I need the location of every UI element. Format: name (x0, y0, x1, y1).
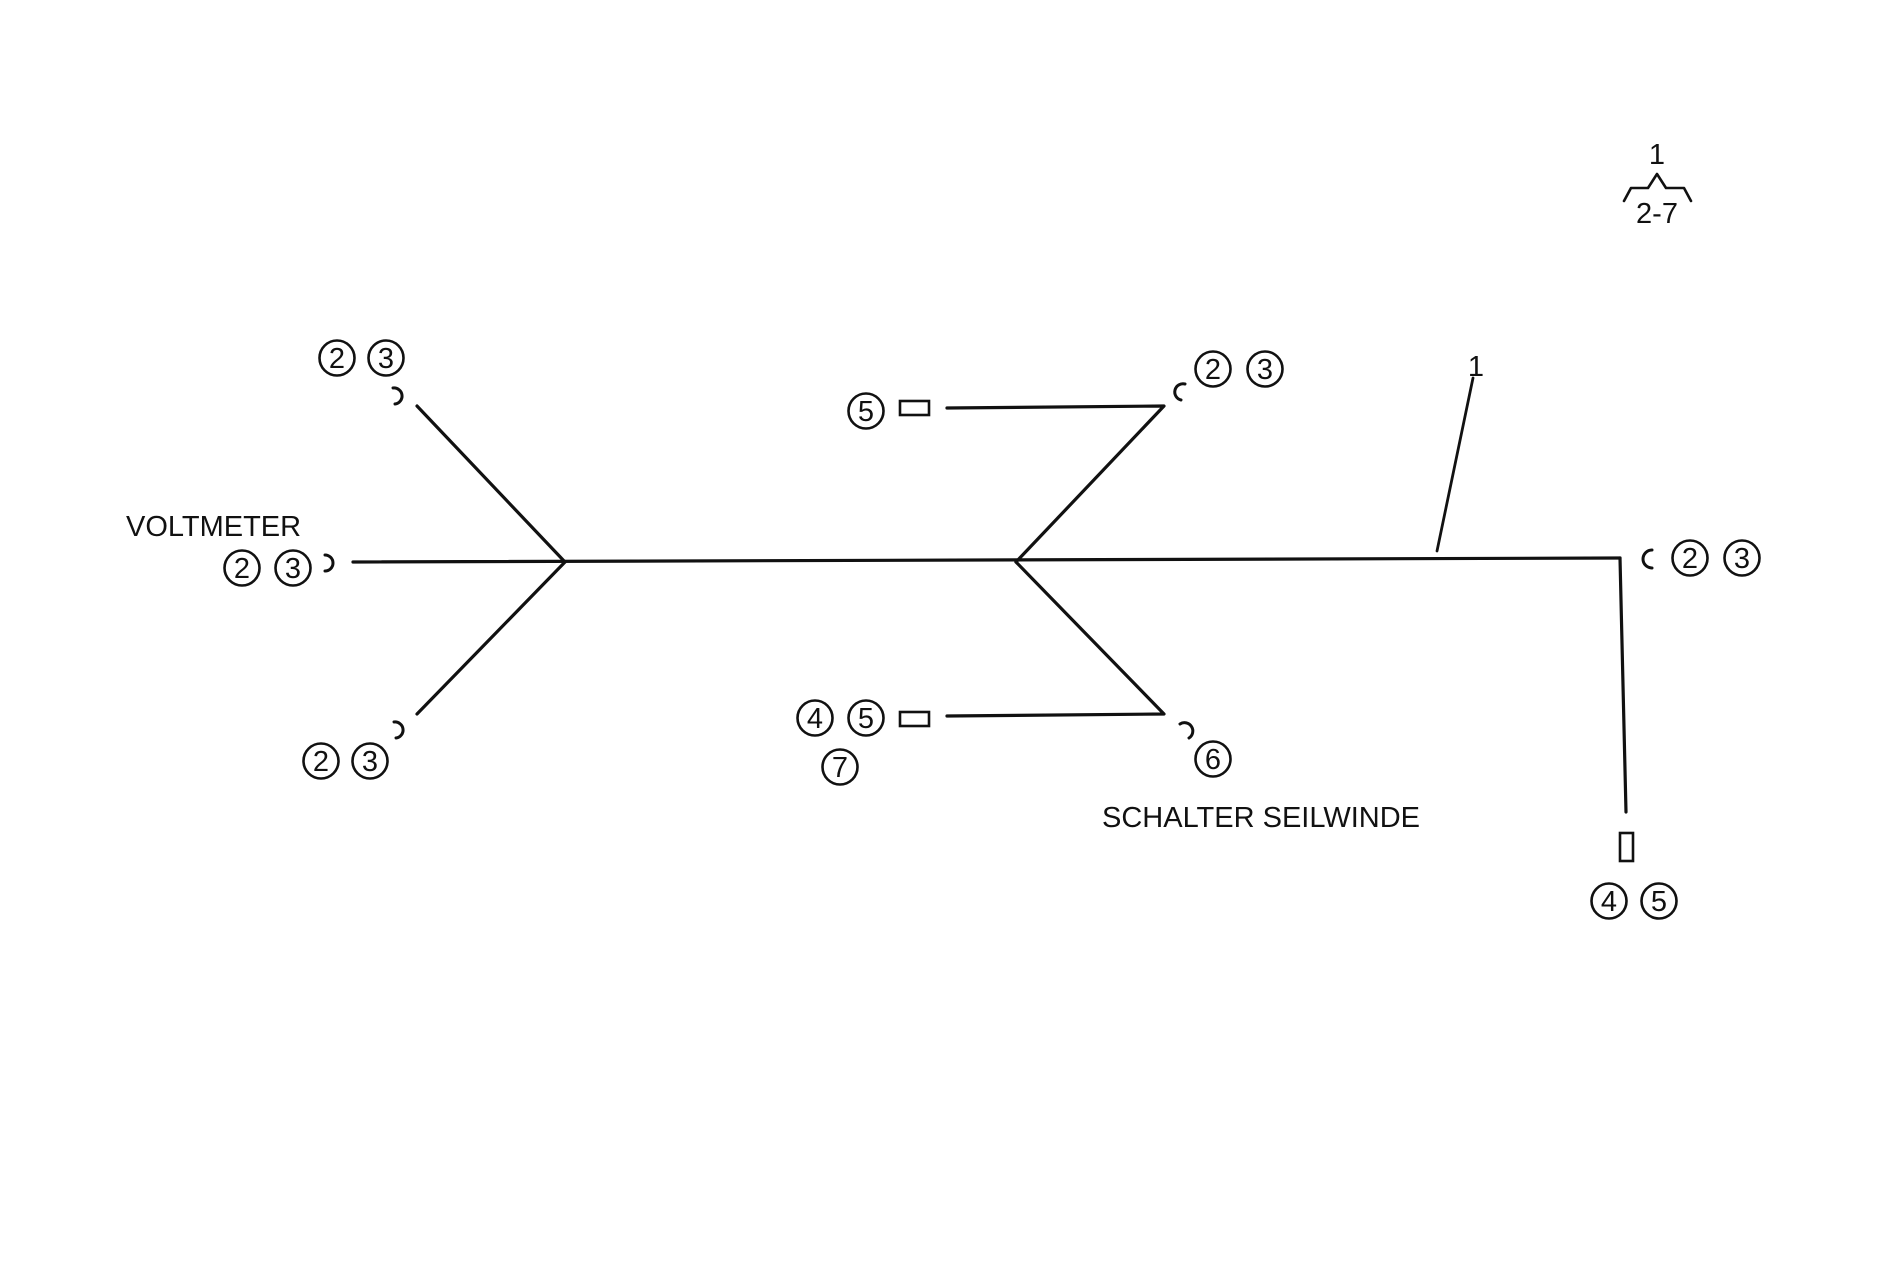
marker-circle (847, 392, 885, 430)
marker-circle (1671, 539, 1709, 577)
marker-circle (821, 748, 859, 786)
legend-brace-icon (1622, 172, 1693, 203)
harness-leader-line (1435, 376, 1475, 553)
marker-number: 2 (313, 746, 329, 778)
clip-winch-switch-icon (1178, 721, 1195, 740)
marker-circle (1590, 882, 1628, 920)
marker-circle (351, 742, 389, 780)
marker-number: 3 (362, 746, 378, 778)
branch-lower-mid (945, 560, 1166, 718)
connector-symbols (323, 382, 1654, 863)
marker-number: 4 (807, 703, 823, 735)
legend-bottom: 2-7 (1636, 198, 1678, 230)
marker-number: 5 (858, 396, 874, 428)
marker-number: 2 (329, 343, 345, 375)
marker-circle (847, 699, 885, 737)
part-markers: 2 3 2 3 2 3 5 2 3 4 5 7 6 2 3 (223, 339, 1761, 920)
marker-number: 3 (378, 343, 394, 375)
plug-bottom-right-icon (1618, 831, 1635, 863)
marker-circle (1723, 539, 1761, 577)
marker-number: 3 (1734, 543, 1750, 575)
marker-circle (274, 549, 312, 587)
marker-circle (1246, 350, 1284, 388)
branch-upper-mid (945, 404, 1166, 564)
marker-number: 3 (1257, 354, 1273, 386)
clip-upper-mid-icon (1173, 382, 1187, 402)
marker-circle (1640, 882, 1678, 920)
text-labels: VOLTMETER SCHALTER SEILWINDE 1 (126, 351, 1484, 834)
branch-upper-left (415, 404, 567, 564)
clip-lower-left-icon (392, 720, 405, 740)
marker-circle (223, 549, 261, 587)
marker-circle (796, 699, 834, 737)
harness-wires (351, 376, 1628, 814)
marker-circle (302, 742, 340, 780)
plug-upper-mid-icon (898, 399, 931, 417)
marker-number: 5 (1651, 886, 1667, 918)
clip-upper-left-icon (391, 386, 404, 406)
marker-number: 7 (832, 752, 848, 784)
branch-lower-left (415, 560, 567, 716)
marker-number: 2 (1205, 354, 1221, 386)
marker-number: 5 (858, 703, 874, 735)
trunk-wire (351, 556, 1622, 564)
harness-ref-label: 1 (1468, 351, 1484, 383)
marker-circle (1194, 350, 1232, 388)
marker-number: 4 (1601, 886, 1617, 918)
marker-number: 3 (285, 553, 301, 585)
marker-circle (318, 339, 356, 377)
branch-right-down (1618, 556, 1628, 814)
voltmeter-label: VOLTMETER (126, 511, 301, 543)
clip-voltmeter-icon (323, 553, 335, 573)
marker-circle (367, 339, 405, 377)
legend-top: 1 (1649, 139, 1665, 171)
marker-circle (1194, 740, 1232, 778)
marker-number: 6 (1205, 744, 1221, 776)
plug-lower-mid-icon (898, 710, 931, 728)
marker-number: 2 (1682, 543, 1698, 575)
legend: 1 2-7 (1622, 139, 1693, 230)
clip-right-icon (1641, 548, 1654, 570)
marker-number: 2 (234, 553, 250, 585)
winch-switch-label: SCHALTER SEILWINDE (1102, 802, 1420, 834)
